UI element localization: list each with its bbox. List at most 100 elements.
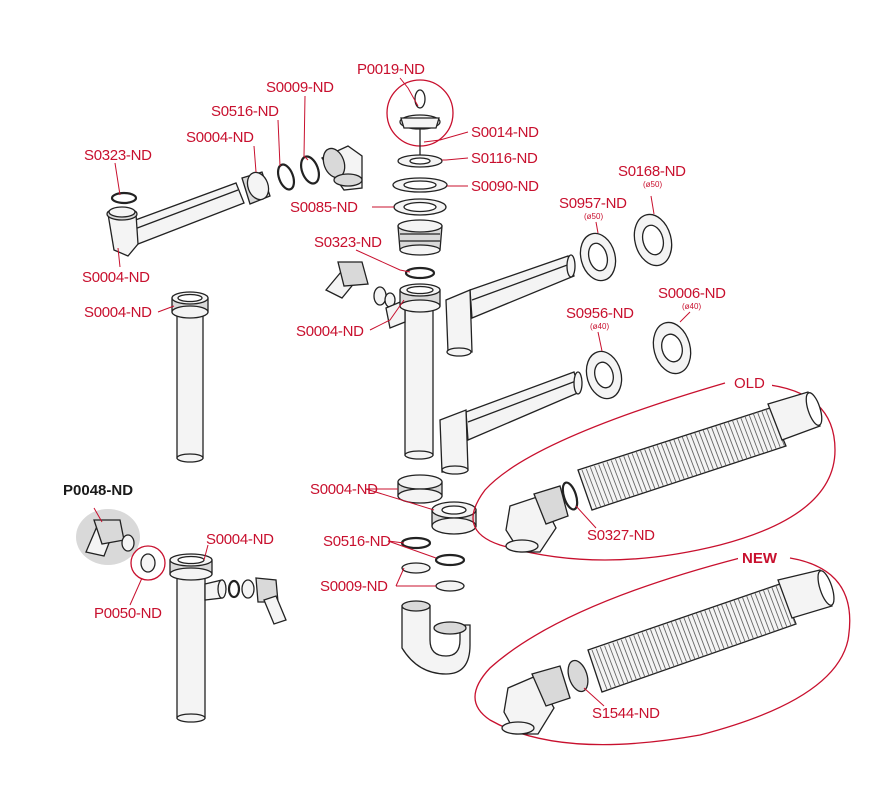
hose-rib [687,616,704,657]
label-s0006: S0006-ND [658,285,726,302]
leader-lines [93,77,691,707]
hose-rib [641,632,658,673]
hose-rib [656,445,673,484]
hose-rib [677,438,693,477]
new-hose-group [474,549,851,746]
hose-rib [675,620,692,661]
hose-rib [608,643,625,685]
hose-rib [625,638,642,679]
hose-rib [640,450,656,489]
trap-stack [397,474,477,675]
hose-rib [589,467,606,506]
label-s0004-mid: S0004-ND [296,323,364,340]
sublabel-s0168: (ø50) [643,180,662,189]
hose-rib [594,465,610,505]
hose-rib [620,639,637,680]
hose-rib [761,410,777,449]
hose-rib [665,442,681,481]
hose-rib [633,635,650,676]
hose-rib [740,417,756,456]
hose-rib [635,451,652,491]
hose-rib [644,449,660,488]
hose-rib [631,453,647,492]
hose-rib [679,619,696,660]
overflow-arm-assembly [106,145,363,257]
hose-rib [708,608,725,650]
hose-rib [606,461,622,500]
hose-rib [654,627,671,669]
hose-rib [648,447,664,487]
hose-rib [690,434,706,473]
hose-rib [645,630,662,672]
hose-rib [660,443,677,482]
hose-rib [731,420,748,459]
hose-rib [737,598,754,639]
hose-rib [762,589,779,631]
label-s1544: S1544-ND [592,705,660,722]
hose-rib [681,436,698,476]
hose-rib [619,457,635,496]
label-s0956: S0956-ND [566,305,634,322]
hose-rib [704,610,721,651]
hose-rib [652,446,668,485]
label-s0014: S0014-ND [471,124,539,141]
hose-rib [658,626,675,667]
hose-rib [727,421,744,460]
hose-rib [696,613,713,654]
hose-rib [754,592,771,633]
hose-rib [595,648,612,689]
sublabel-s0006: (ø40) [682,302,701,311]
hose-rib [757,411,773,451]
hose-rib [767,588,784,629]
hose-rib [719,424,735,463]
hose-rib [723,422,739,462]
hose-rib [700,611,717,653]
hose-rib [669,440,685,480]
hose-rib [771,586,788,628]
hose-rib [750,594,767,635]
label-s0323-left: S0323-ND [84,147,152,164]
hose-rib [591,649,608,691]
hose-rib [758,591,775,632]
hose-rib [748,414,764,454]
hose-rib [725,602,742,644]
hose-rib [741,597,759,638]
hose-rib [691,614,708,655]
sublabel-s0957: (ø50) [584,212,603,221]
label-p0019: P0019-ND [357,61,425,78]
hose-rib [585,468,602,507]
label-p0050: P0050-ND [94,605,162,622]
hose-rib [627,454,643,494]
sublabel-s0956: (ø40) [590,322,609,331]
hose-rib [637,633,654,675]
label-s0957: S0957-ND [559,195,627,212]
hose-rib [698,431,714,470]
label-s0004-left-b: S0004-ND [84,304,152,321]
hose-rib [623,456,639,495]
hose-rib [629,636,646,677]
hose-rib [599,646,616,688]
hose-rib [694,432,710,471]
label-s0516-top: S0516-ND [211,103,279,120]
hose-rib [775,585,792,626]
hose-rib [702,429,719,469]
hose-rib [733,599,750,641]
hose-rib [706,428,723,467]
hose-rib [604,645,621,686]
hose-rib [765,409,781,448]
hose-rib [716,605,733,647]
label-s0085: S0085-ND [290,199,358,216]
hose-rib [736,418,752,458]
wall-pipe-lower [439,371,583,475]
old-hose-group [472,374,836,561]
hose-rib [598,464,614,503]
hose-rib [615,458,631,498]
hose-rib [616,641,633,682]
hose-rib [711,427,727,466]
label-s0116: S0116-ND [471,150,538,167]
hose-rib [581,469,597,509]
hose-rib [752,413,769,452]
label-p0048: P0048-ND [63,482,133,499]
hose-rib [602,462,618,502]
